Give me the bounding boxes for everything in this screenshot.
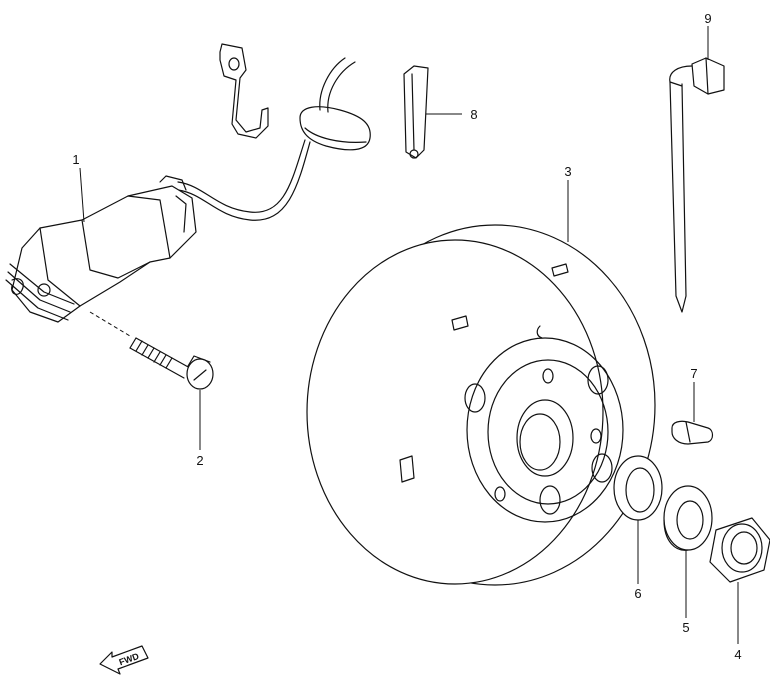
leader-lines bbox=[79, 26, 739, 644]
part-2-bolt[interactable] bbox=[129, 337, 214, 390]
callout-6: 6 bbox=[634, 586, 641, 601]
callout-7: 7 bbox=[690, 366, 697, 381]
callout-5: 5 bbox=[682, 620, 689, 635]
part-5-washer[interactable] bbox=[663, 485, 713, 551]
part-7-key[interactable] bbox=[671, 420, 714, 445]
part-8-clamp[interactable] bbox=[403, 65, 429, 159]
part-4-nut[interactable] bbox=[709, 517, 770, 583]
callout-4: 4 bbox=[734, 647, 741, 662]
wire-clip[interactable] bbox=[219, 43, 269, 139]
callout-9: 9 bbox=[704, 11, 711, 26]
part-6-washer[interactable] bbox=[613, 455, 663, 521]
callout-2: 2 bbox=[196, 453, 203, 468]
callout-3: 3 bbox=[564, 164, 571, 179]
fwd-arrow-icon: FWD bbox=[99, 645, 149, 675]
part-3-rotor[interactable] bbox=[306, 224, 656, 586]
callout-1: 1 bbox=[72, 152, 79, 167]
callout-labels: 1 2 3 4 5 6 7 8 9 bbox=[72, 11, 741, 662]
callout-8: 8 bbox=[470, 107, 477, 122]
part-1-pickup-coil[interactable] bbox=[5, 57, 371, 323]
part-9-cable-tie[interactable] bbox=[669, 57, 725, 313]
